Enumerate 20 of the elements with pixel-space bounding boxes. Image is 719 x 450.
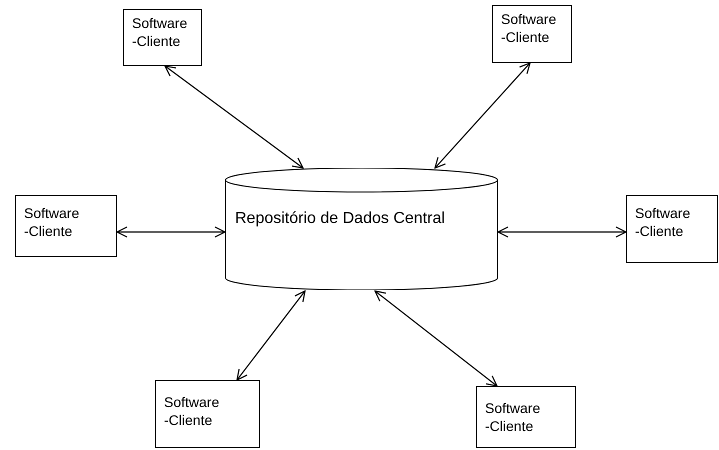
node-label: Software -Cliente (132, 14, 188, 50)
double-arrow (164, 65, 304, 169)
node-label: Software -Cliente (485, 399, 542, 435)
double-arrow (374, 290, 498, 387)
client-box (155, 380, 260, 448)
node-label: Software -Cliente (635, 204, 692, 240)
node-label: Repositório de Dados Central (235, 209, 445, 229)
node-label: Software -Cliente (24, 204, 80, 240)
client-box (476, 386, 576, 448)
double-arrow (236, 290, 306, 381)
client-box (15, 195, 117, 257)
double-arrow (116, 226, 226, 238)
double-arrow (497, 226, 627, 238)
client-box (626, 195, 718, 263)
node-label: Software -Cliente (501, 10, 558, 46)
database-cylinder (225, 168, 498, 290)
node-label: Software -Cliente (164, 393, 220, 429)
client-box (492, 5, 572, 63)
double-arrow (434, 62, 531, 169)
client-box (123, 9, 202, 66)
